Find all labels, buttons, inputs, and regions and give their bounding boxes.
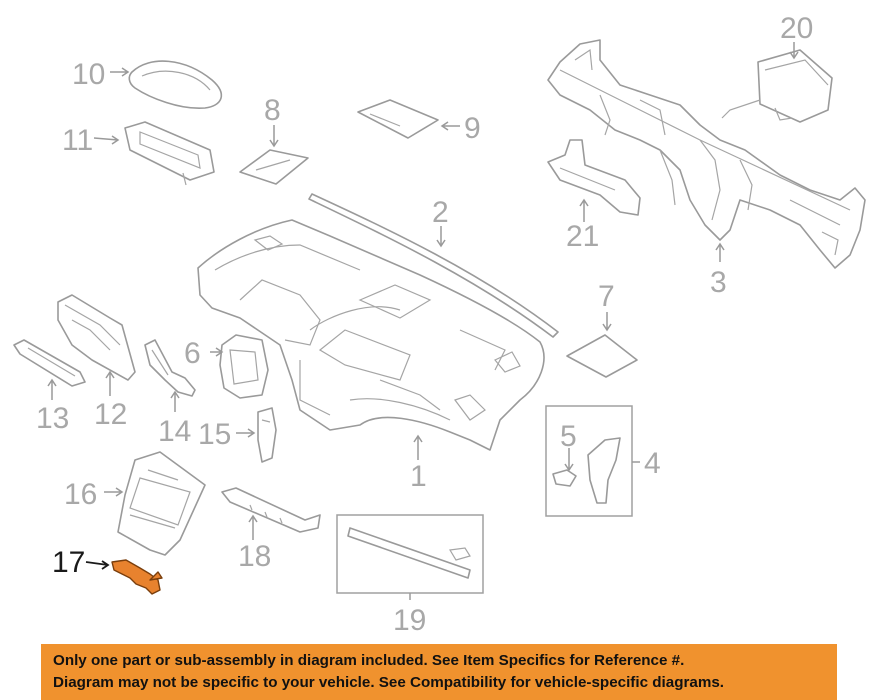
part-1 <box>197 219 545 451</box>
part-17-highlighted <box>111 559 163 595</box>
part-14 <box>144 339 196 397</box>
callout-18: 18 <box>238 540 271 573</box>
callout-6: 6 <box>184 337 201 370</box>
callout-5: 5 <box>560 420 577 453</box>
notice-line-1: Only one part or sub-assembly in diagram… <box>53 652 685 669</box>
part-10 <box>128 60 223 109</box>
callout-3: 3 <box>710 266 727 299</box>
part-18 <box>221 487 321 533</box>
part-9 <box>357 99 439 139</box>
callout-17: 17 <box>52 546 85 579</box>
part-4 <box>587 437 621 504</box>
callout-14: 14 <box>158 415 191 448</box>
part-2 <box>308 193 559 338</box>
callout-16: 16 <box>64 478 97 511</box>
part-12 <box>57 294 136 381</box>
group-box-4-5 <box>545 405 633 517</box>
callout-20: 20 <box>780 12 813 45</box>
notice-line-2: Diagram may not be specific to your vehi… <box>53 674 724 691</box>
leaders <box>47 42 799 600</box>
part-20 <box>721 49 833 123</box>
part-16 <box>117 451 206 556</box>
callout-21: 21 <box>566 220 599 253</box>
part-15 <box>257 407 277 463</box>
callout-4: 4 <box>644 447 661 480</box>
callout-12: 12 <box>94 398 127 431</box>
part-19 <box>347 527 471 579</box>
notice-banner: Only one part or sub-assembly in diagram… <box>41 644 837 700</box>
part-8 <box>239 149 309 185</box>
part-6 <box>219 334 269 399</box>
callout-11: 11 <box>62 124 93 157</box>
callout-2: 2 <box>432 196 449 229</box>
callout-19: 19 <box>393 604 426 637</box>
callout-9: 9 <box>464 112 481 145</box>
callout-15: 15 <box>198 418 231 451</box>
callout-13: 13 <box>36 402 69 435</box>
callout-7: 7 <box>598 280 615 313</box>
part-11 <box>124 121 215 186</box>
part-7 <box>566 334 638 378</box>
part-13 <box>13 339 86 387</box>
part-5 <box>552 469 577 487</box>
callout-10: 10 <box>72 58 105 91</box>
part-21 <box>547 139 641 216</box>
callout-8: 8 <box>264 94 281 127</box>
part-3 <box>547 39 866 269</box>
callout-1: 1 <box>410 460 427 493</box>
